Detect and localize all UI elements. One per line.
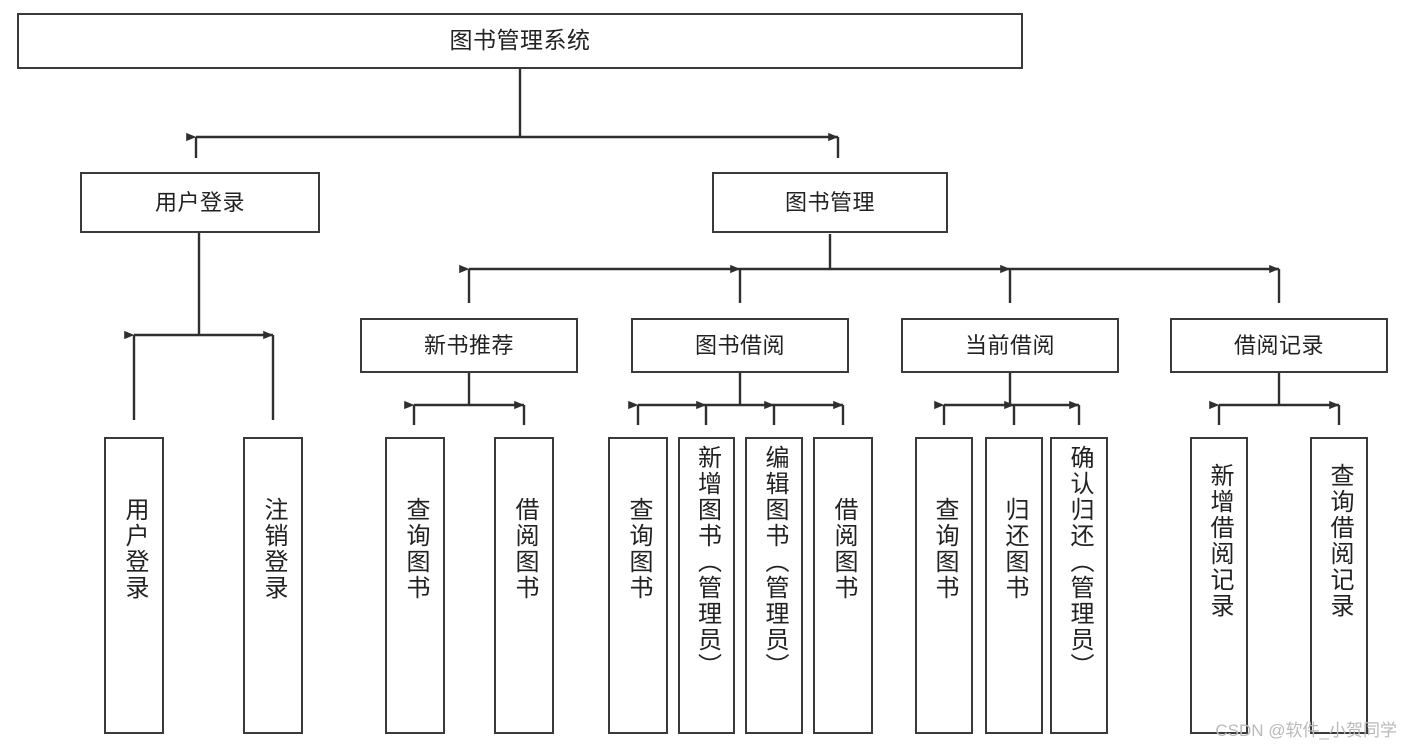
- node-label: 图书管理系统: [449, 27, 591, 54]
- node-label: 注销登录: [260, 497, 287, 601]
- node-label: 图书借阅: [694, 332, 785, 358]
- node-current-borrow[interactable]: 当前借阅: [901, 318, 1119, 373]
- node-borrow-record[interactable]: 借阅记录: [1170, 318, 1388, 373]
- node-label: 归还图书: [1001, 497, 1028, 601]
- node-user-login[interactable]: 用户登录: [80, 172, 320, 233]
- node-label: 查询图书: [931, 497, 958, 601]
- node-label: 借阅图书: [830, 497, 857, 601]
- node-leaf-user-login[interactable]: 用户登录: [104, 437, 164, 734]
- node-label: 新书推荐: [423, 332, 514, 358]
- node-new-book-recommend[interactable]: 新书推荐: [360, 318, 578, 373]
- node-label: 借阅记录: [1233, 332, 1324, 358]
- node-label: 确认归还（管理员）: [1066, 445, 1093, 679]
- node-label: 图书管理: [784, 189, 875, 215]
- node-label: 查询图书: [625, 497, 652, 601]
- node-label: 用户登录: [154, 189, 245, 215]
- node-label: 编辑图书（管理员）: [761, 445, 788, 679]
- node-label: 借阅图书: [511, 497, 538, 601]
- node-book-manage[interactable]: 图书管理: [712, 172, 948, 233]
- node-label: 用户登录: [121, 497, 148, 601]
- node-leaf-return-book[interactable]: 归还图书: [985, 437, 1043, 734]
- node-leaf-logout-login[interactable]: 注销登录: [243, 437, 303, 734]
- node-leaf-add-record[interactable]: 新增借阅记录: [1190, 437, 1248, 734]
- watermark-credit: CSDN @软件_小贺同学: [1215, 721, 1397, 740]
- node-root-system[interactable]: 图书管理系统: [17, 13, 1023, 69]
- node-label: 当前借阅: [964, 332, 1055, 358]
- node-leaf-query-book-3[interactable]: 查询图书: [915, 437, 973, 734]
- node-leaf-borrow-book-1[interactable]: 借阅图书: [494, 437, 554, 734]
- node-label: 新增借阅记录: [1206, 463, 1233, 619]
- node-label: 查询借阅记录: [1326, 463, 1353, 619]
- node-leaf-query-book-2[interactable]: 查询图书: [608, 437, 668, 734]
- node-book-borrow[interactable]: 图书借阅: [631, 318, 849, 373]
- node-label: 查询图书: [402, 497, 429, 601]
- node-leaf-confirm-return[interactable]: 确认归还（管理员）: [1050, 437, 1108, 734]
- node-leaf-borrow-book-2[interactable]: 借阅图书: [813, 437, 873, 734]
- node-leaf-edit-book[interactable]: 编辑图书（管理员）: [745, 437, 803, 734]
- node-leaf-query-book-1[interactable]: 查询图书: [385, 437, 445, 734]
- node-leaf-query-record[interactable]: 查询借阅记录: [1310, 437, 1368, 734]
- node-label: 新增图书（管理员）: [693, 445, 721, 679]
- node-leaf-add-book[interactable]: 新增图书（管理员）: [678, 437, 735, 734]
